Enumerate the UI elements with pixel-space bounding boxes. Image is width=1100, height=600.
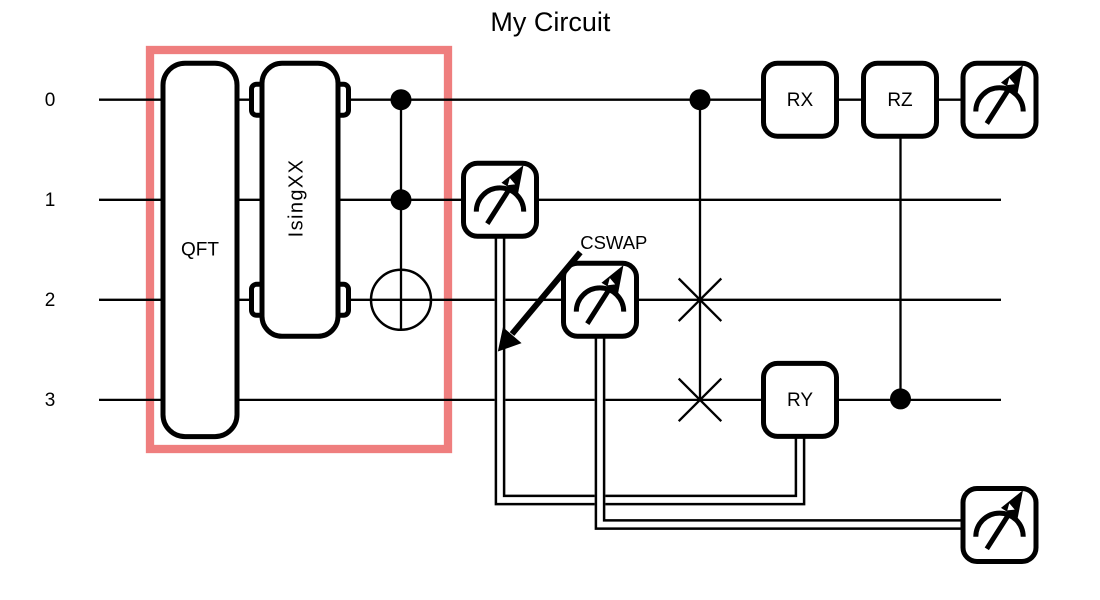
svg-text:RZ: RZ	[887, 90, 913, 111]
svg-text:1: 1	[45, 190, 56, 211]
svg-text:IsingXX: IsingXX	[286, 159, 308, 238]
svg-text:3: 3	[45, 390, 56, 411]
svg-text:2: 2	[45, 290, 56, 311]
svg-text:CSWAP: CSWAP	[580, 232, 647, 253]
svg-text:QFT: QFT	[181, 240, 219, 261]
svg-text:0: 0	[45, 90, 56, 111]
svg-text:RY: RY	[787, 390, 813, 411]
svg-text:RX: RX	[787, 90, 814, 111]
svg-text:My Circuit: My Circuit	[490, 7, 610, 37]
